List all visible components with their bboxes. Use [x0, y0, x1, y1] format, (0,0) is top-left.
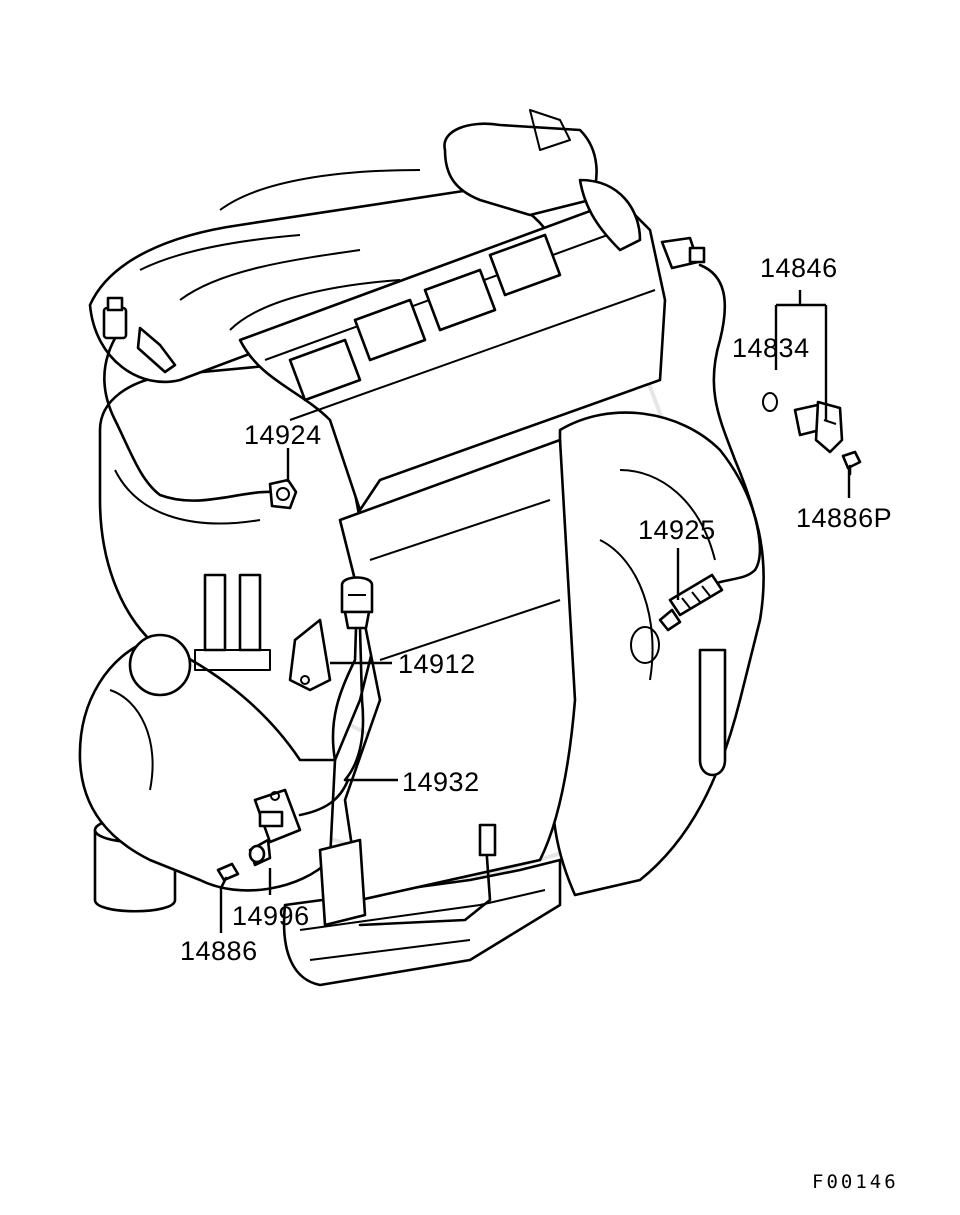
callout-14886P: 14886P	[796, 503, 892, 533]
oxygen-sensor-14925	[658, 236, 762, 632]
connector-14912	[331, 576, 374, 782]
drawing-code: F00146	[812, 1171, 899, 1193]
callout-14924: 14924	[244, 420, 322, 450]
washer-14996	[248, 844, 266, 864]
callout-14925: 14925	[638, 515, 716, 545]
callout-14886: 14886	[180, 936, 258, 966]
callout-14996: 14996	[232, 901, 310, 931]
harness-14932	[248, 778, 350, 867]
leader-lines	[219, 290, 851, 933]
callout-14846: 14846	[760, 253, 838, 283]
callout-14932: 14932	[402, 767, 480, 797]
bolt-14886	[216, 862, 240, 888]
bolt-14886P	[841, 450, 862, 476]
callout-14912: 14912	[398, 649, 476, 679]
knock-sensor-14924	[102, 296, 298, 510]
cam-sensor-14846	[762, 392, 844, 454]
callout-14834: 14834	[732, 333, 810, 363]
